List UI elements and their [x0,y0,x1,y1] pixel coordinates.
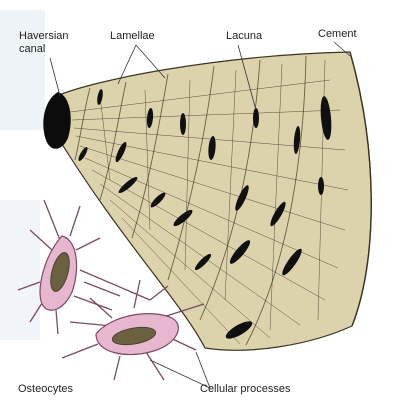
background-tint-patch [0,200,40,340]
lacuna [253,108,259,128]
label-osteocytes: Osteocytes [18,383,73,396]
label-haversian-canal: Haversian canal [19,30,75,56]
haversian-canal [43,92,70,149]
background-tint-patch [0,10,45,130]
lacuna [180,113,186,135]
lacuna [318,177,324,195]
haversian-leader [50,58,60,96]
label-cellular-processes: Cellular processes [200,383,290,396]
label-cement: Cement [318,28,357,41]
label-lacuna: Lacuna [226,30,262,43]
label-lamellae: Lamellae [110,30,155,43]
